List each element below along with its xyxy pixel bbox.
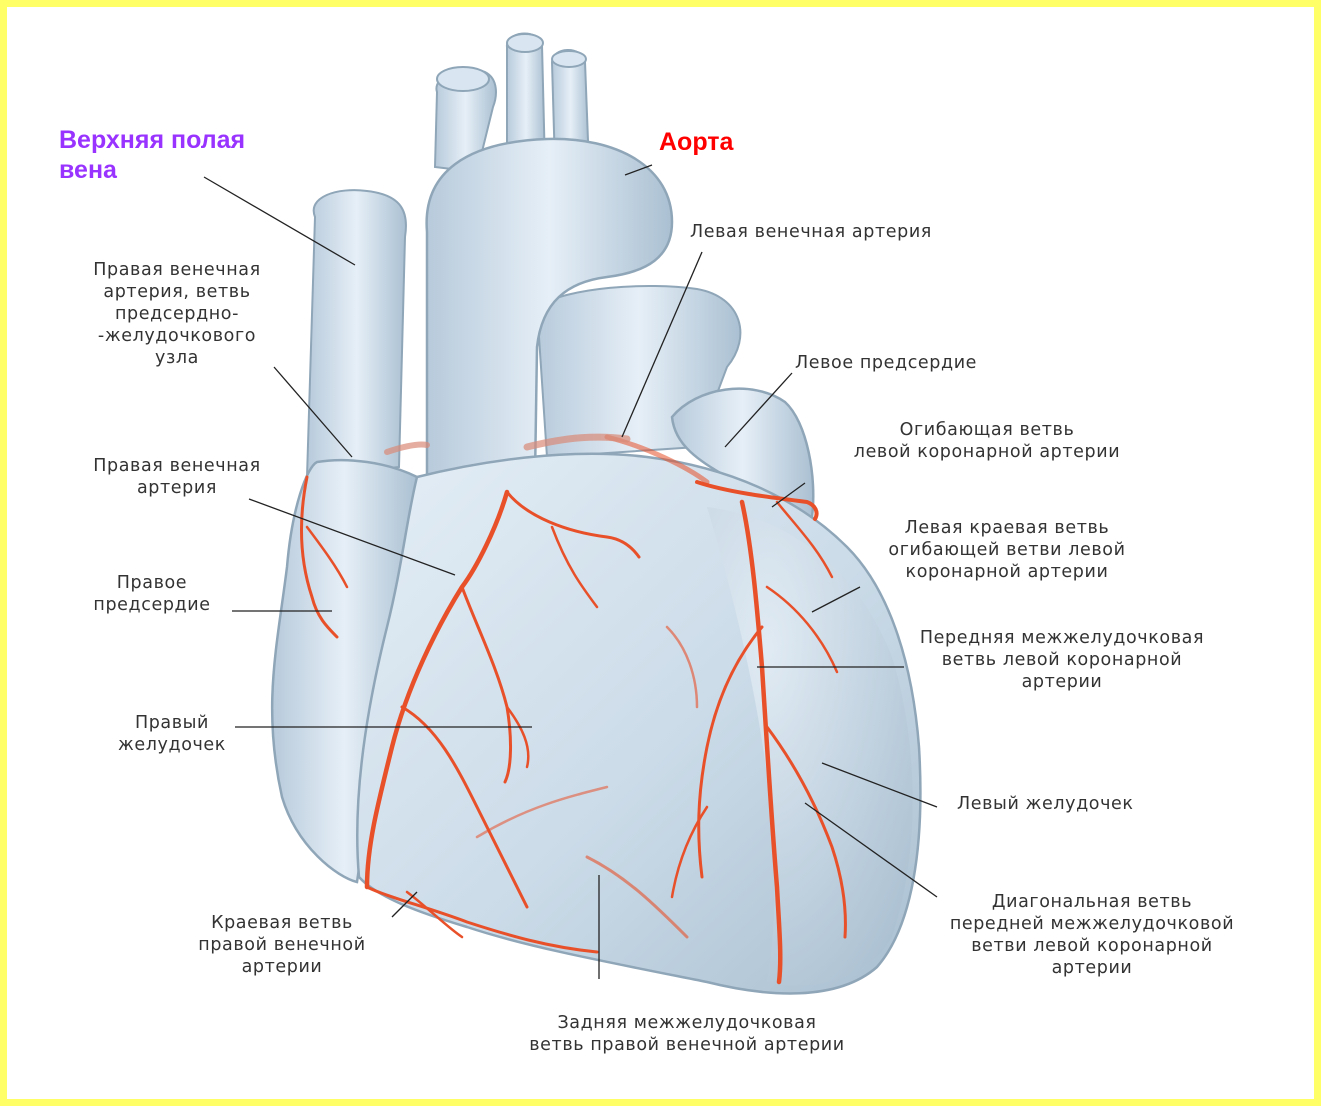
left-ventricle-label: Левый желудочек <box>957 793 1134 815</box>
anterior-interventricular-label: Передняя межжелудочковая ветвь левой кор… <box>892 627 1232 693</box>
diagonal-branch-label: Диагональная ветвь передней межжелудочко… <box>922 891 1262 979</box>
right-atrium-label: Правое предсердие <box>67 572 237 616</box>
diagram-frame: Верхняя полая вена Аорта Левая венечная … <box>7 7 1314 1099</box>
right-marginal-branch-label: Краевая ветвь правой венечной артерии <box>177 912 387 978</box>
left-marginal-branch-label: Левая краевая ветвь огибающей ветви лево… <box>852 517 1162 583</box>
svc-label: Верхняя полая вена <box>59 125 245 185</box>
aorta-label: Аорта <box>659 127 733 157</box>
posterior-interventricular-label: Задняя межжелудочковая ветвь правой вене… <box>477 1012 897 1056</box>
left-atrium-label: Левое предсердие <box>795 352 977 374</box>
superior-vena-cava-shape <box>307 190 406 477</box>
left-coronary-artery-label: Левая венечная артерия <box>690 221 932 243</box>
right-coronary-av-node-label: Правая венечная артерия, ветвь предсердн… <box>62 259 292 369</box>
right-coronary-artery-label: Правая венечная артерия <box>67 455 287 499</box>
right-ventricle-label: Правый желудочек <box>102 712 242 756</box>
circumflex-branch-label: Огибающая ветвь левой коронарной артерии <box>827 419 1147 463</box>
